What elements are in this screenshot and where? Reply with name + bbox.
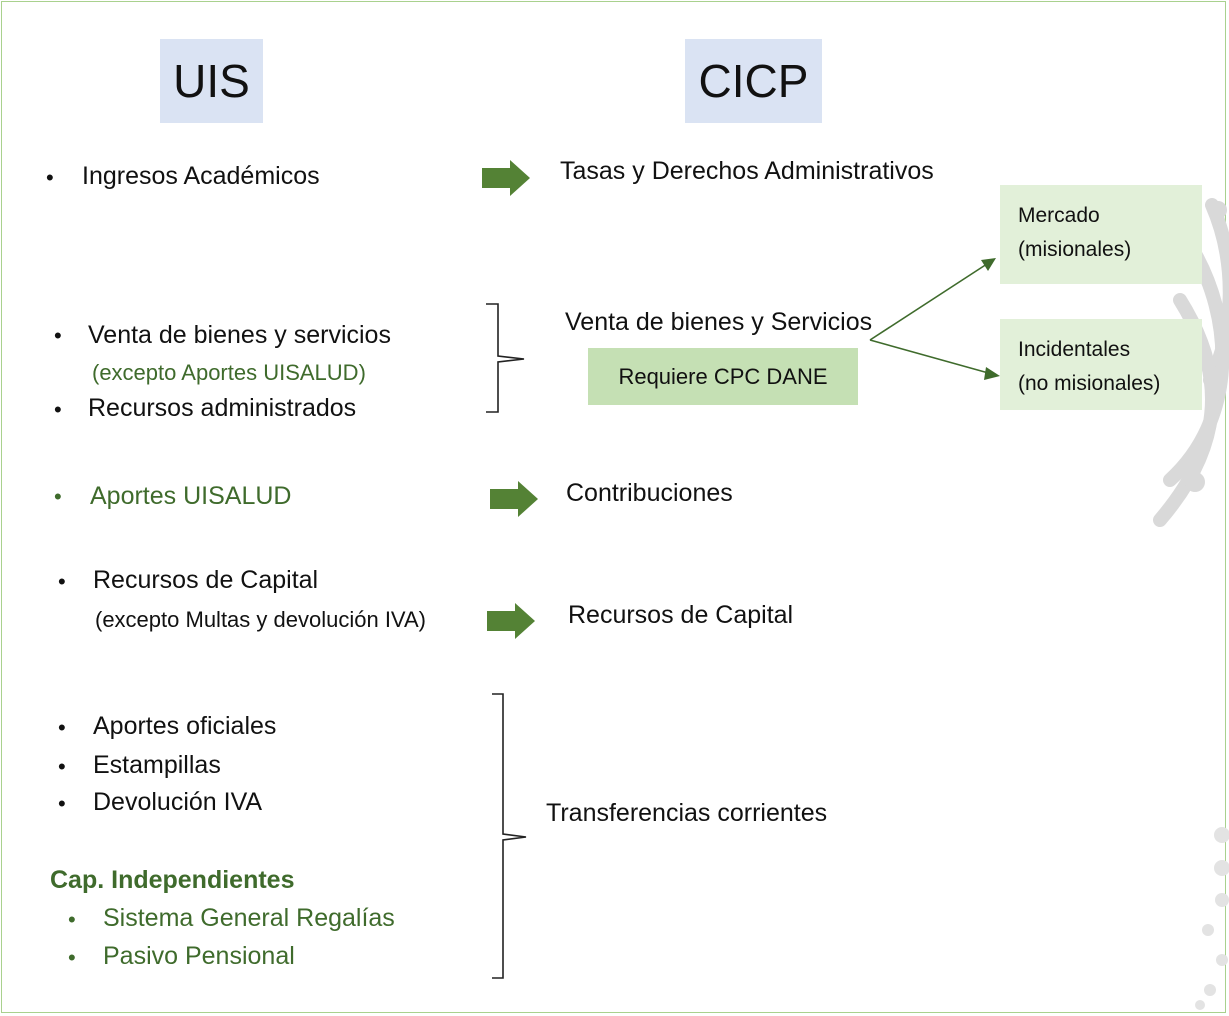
- branch-incidentales-line1: Incidentales: [1018, 338, 1131, 361]
- uis-recursos-capital: Recursos de Capital: [93, 566, 319, 594]
- bullet-icon: •: [58, 569, 66, 594]
- uis-devolucion-iva: Devolución IVA: [93, 788, 263, 816]
- right-arrow-icon: [482, 160, 530, 196]
- branch-mercado-line1: Mercado: [1018, 204, 1100, 227]
- bullet-icon: •: [68, 945, 76, 970]
- header-uis: UIS: [160, 39, 263, 123]
- uis-venta-note: (excepto Aportes UISALUD): [92, 360, 366, 385]
- cicp-tasas-derechos: Tasas y Derechos Administrativos: [560, 157, 934, 185]
- uis-estampillas: Estampillas: [93, 751, 221, 779]
- branch-mercado-box: Mercado (misionales): [1000, 185, 1202, 284]
- cicp-contribuciones: Contribuciones: [566, 479, 733, 507]
- bullet-icon: •: [68, 907, 76, 932]
- cpc-dane-note: Requiere CPC DANE: [588, 348, 858, 405]
- curly-brace-icon: [486, 303, 525, 413]
- pasivo-pensional: Pasivo Pensional: [103, 942, 295, 970]
- branch-incidentales-box: Incidentales (no misionales): [1000, 319, 1202, 410]
- branch-arrows: [869, 258, 1000, 380]
- cicp-transferencias-corrientes: Transferencias corrientes: [546, 799, 828, 827]
- uis-aportes-uisalud: Aportes UISALUD: [90, 482, 292, 510]
- sistema-general-regalias: Sistema General Regalías: [103, 904, 395, 932]
- header-cicp: CICP: [685, 39, 822, 123]
- bullet-icon: •: [54, 484, 62, 509]
- bullet-icon: •: [58, 791, 66, 816]
- uis-ingresos-academicos: Ingresos Académicos: [82, 162, 320, 190]
- branch-incidentales-line2: (no misionales): [1018, 372, 1161, 395]
- uis-venta-bienes: Venta de bienes y servicios: [88, 321, 391, 349]
- curly-brace-icon: [492, 693, 527, 979]
- right-arrow-icon: [487, 603, 535, 639]
- cap-independientes-title: Cap. Independientes: [50, 866, 295, 894]
- right-arrow-icon: [490, 481, 538, 517]
- bullet-icon: •: [58, 754, 66, 779]
- uis-recursos-capital-note: (excepto Multas y devolución IVA): [95, 607, 426, 632]
- uis-aportes-oficiales: Aportes oficiales: [93, 712, 277, 740]
- branch-mercado-line2: (misionales): [1018, 238, 1132, 261]
- uis-recursos-administrados: Recursos administrados: [88, 394, 357, 422]
- cicp-recursos-capital: Recursos de Capital: [568, 601, 794, 629]
- bullet-icon: •: [54, 323, 62, 348]
- bullet-icon: •: [58, 715, 66, 740]
- cicp-venta-bienes: Venta de bienes y Servicios: [565, 308, 873, 336]
- bullet-icon: •: [54, 397, 62, 422]
- bullet-icon: •: [46, 165, 54, 190]
